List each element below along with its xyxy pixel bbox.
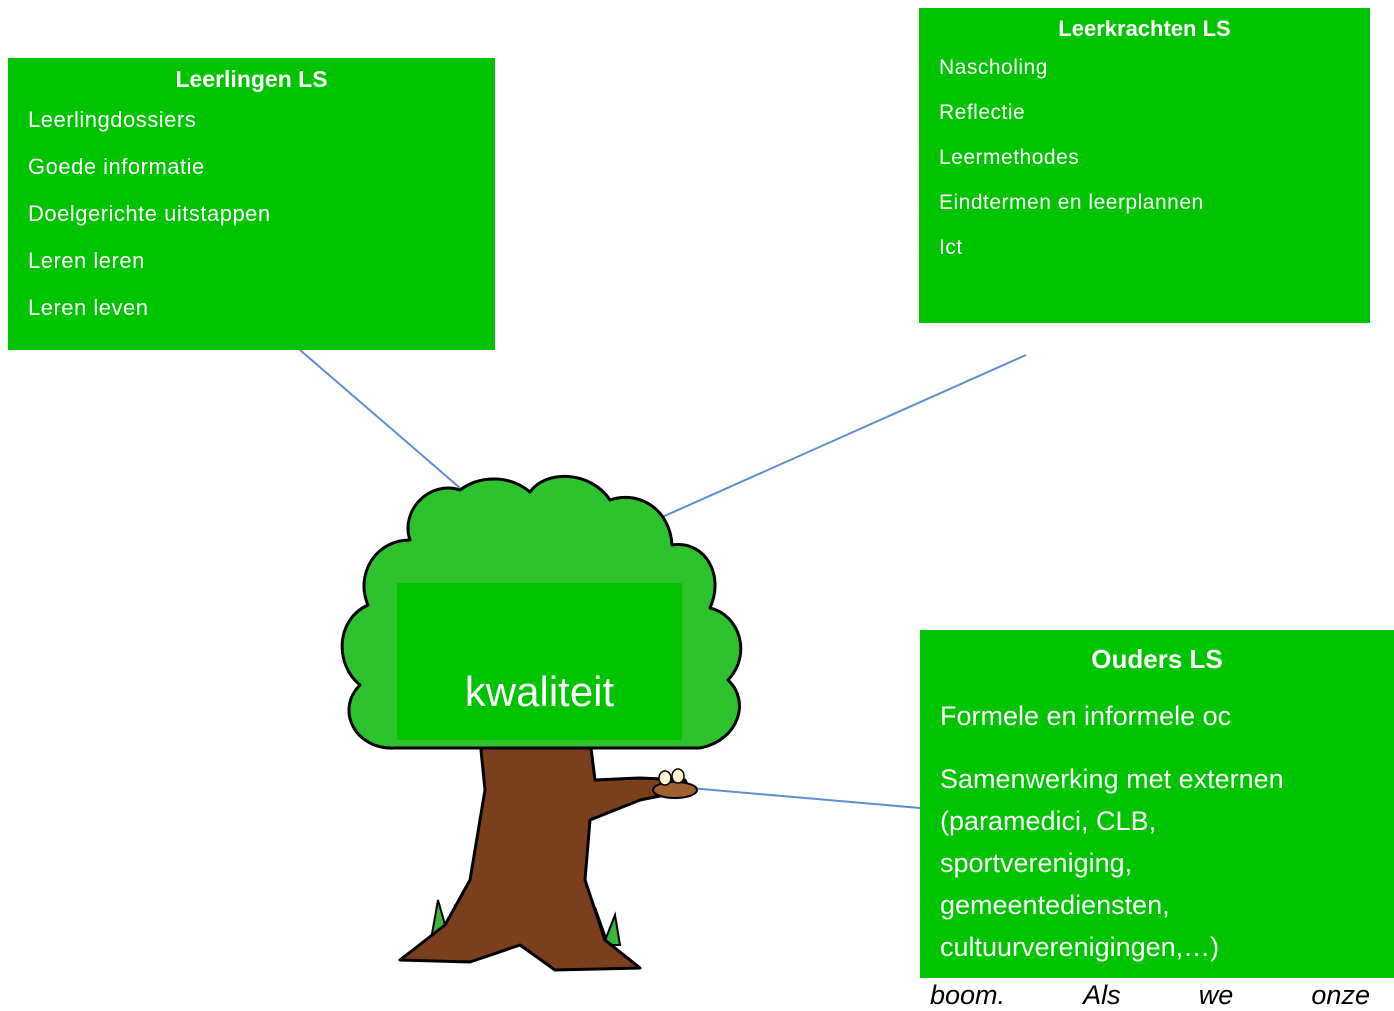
list-item: Nascholing <box>939 56 1048 79</box>
list-item: Leermethodes <box>939 146 1080 169</box>
leerkrachten-box: Leerkrachten LS Nascholing Reflectie Lee… <box>919 8 1370 323</box>
list-item: Doelgerichte uitstappen <box>28 201 271 226</box>
list-item: Goede informatie <box>28 154 205 179</box>
list-item: Leren leven <box>28 295 149 320</box>
ouders-line: cultuurverenigingen,…) <box>940 932 1220 962</box>
ouders-line: (paramedici, CLB, <box>940 806 1157 836</box>
list-item: Ict <box>939 236 963 259</box>
nest-icon <box>652 768 698 799</box>
center-label: kwaliteit <box>464 667 615 715</box>
list-item: Leerlingdossiers <box>28 107 197 132</box>
ouders-item: Formele en informele oc <box>940 701 1232 731</box>
list-item: Reflectie <box>939 101 1026 124</box>
connector-leerlingen <box>299 349 461 489</box>
list-item: Eindtermen en leerplannen <box>939 191 1204 214</box>
ouders-item-multiline: Samenwerking met externen (paramedici, C… <box>940 758 1374 968</box>
ouders-line: gemeentediensten, <box>940 890 1170 920</box>
ouders-box: Ouders LS Formele en informele oc Samenw… <box>920 630 1394 978</box>
bottom-word: we <box>1198 980 1234 1010</box>
ouders-line: Samenwerking met externen <box>940 764 1284 794</box>
leerkrachten-list: Nascholing Reflectie Leermethodes Eindte… <box>939 56 1350 281</box>
bottom-word: boom. <box>930 980 1006 1010</box>
leerkrachten-title: Leerkrachten LS <box>1058 16 1231 41</box>
ouders-line: sportvereniging, <box>940 848 1133 878</box>
list-item: Leren leren <box>28 248 145 273</box>
leerlingen-list: Leerlingdossiers Goede informatie Doelge… <box>28 107 475 342</box>
leerlingen-title: Leerlingen LS <box>175 66 328 92</box>
connector-leerkrachten <box>614 354 1027 539</box>
ouders-title: Ouders LS <box>1091 644 1223 674</box>
bottom-word: Als <box>1083 980 1121 1010</box>
trunk-icon <box>398 738 692 972</box>
leerlingen-box: Leerlingen LS Leerlingdossiers Goede inf… <box>8 58 495 350</box>
bottom-word: onze <box>1311 980 1370 1010</box>
bottom-text: boom. Als we onze <box>930 980 1370 1011</box>
center-box: kwaliteit <box>397 583 682 740</box>
